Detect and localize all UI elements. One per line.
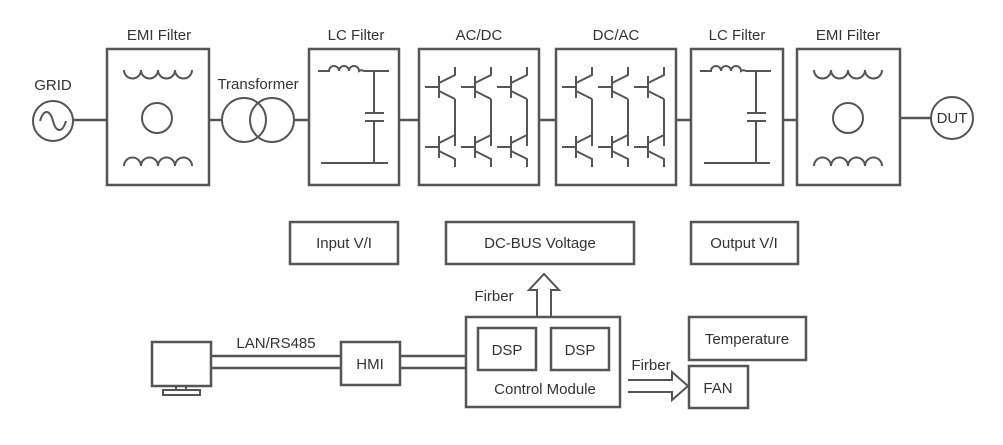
dsp-1-label: DSP (492, 342, 523, 359)
igbt-emitter-icon (647, 90, 665, 100)
lc-filter-out-label: LC Filter (709, 27, 766, 44)
temperature-label: Temperature (705, 331, 789, 348)
output-vi-box: Output V/I (689, 220, 800, 266)
ac-dc-block: AC/DC (417, 27, 541, 187)
lc-filter-input-block: LC Filter (307, 27, 401, 187)
sine-wave-icon (39, 111, 67, 131)
arrow-up-icon (526, 272, 562, 316)
fiber-up-label: Firber (474, 288, 513, 305)
control-module-label: Control Module (494, 381, 596, 398)
fan-box: FAN (687, 364, 750, 410)
control-module: DSP DSP Control Module (464, 315, 622, 409)
lc-filter-output-block: LC Filter (689, 27, 785, 187)
igbt-emitter-icon (438, 150, 456, 167)
lc-filter-out-box (689, 47, 785, 187)
fan-label: FAN (703, 380, 732, 397)
dc-ac-block: DC/AC (554, 27, 678, 187)
igbt-emitter-icon (611, 150, 629, 167)
emi-filter-in-label: EMI Filter (127, 27, 191, 44)
igbt-emitter-icon (474, 90, 492, 100)
control-module-frame (464, 315, 622, 409)
transformer-winding-1-icon (221, 97, 267, 143)
fan-frame (687, 364, 750, 410)
dc-ac-box (554, 47, 678, 187)
coil-bottom-icon (123, 156, 193, 167)
dsp-2-label: DSP (565, 342, 596, 359)
igbt-emitter-icon (510, 90, 528, 100)
igbt-emitter-icon (575, 90, 593, 100)
dsp-2-box (549, 326, 611, 372)
input-vi-label: Input V/I (316, 235, 372, 252)
dut-label: DUT (937, 110, 968, 127)
igbt-collector-icon (611, 134, 629, 144)
output-vi-frame (689, 220, 800, 266)
core-icon (832, 102, 864, 134)
dut-node: DUT (930, 96, 974, 140)
hmi-frame (339, 340, 402, 387)
dc-bus-voltage-box: DC-BUS Voltage (444, 220, 636, 266)
coil-bottom-icon (813, 156, 883, 167)
emi-filter-in-box (105, 47, 211, 187)
igbt-collector-icon (575, 134, 593, 144)
igbt-collector-icon (510, 134, 528, 144)
igbt-collector-icon (611, 67, 629, 84)
lc-filter-in-label: LC Filter (328, 27, 385, 44)
ac-dc-box (417, 47, 541, 187)
temperature-frame (687, 315, 808, 362)
igbt-collector-icon (438, 134, 456, 144)
hmi-label: HMI (356, 356, 384, 373)
igbt-emitter-icon (510, 150, 528, 167)
emi-filter-out-label: EMI Filter (816, 27, 880, 44)
input-vi-frame (288, 220, 400, 266)
igbt-collector-icon (575, 67, 593, 84)
lan-rs485-label: LAN/RS485 (236, 335, 315, 352)
coil-top-icon (813, 69, 883, 80)
igbt-collector-icon (474, 134, 492, 144)
output-vi-label: Output V/I (710, 235, 778, 252)
igbt-emitter-icon (611, 90, 629, 100)
igbt-collector-icon (510, 67, 528, 84)
dc-bus-voltage-label: DC-BUS Voltage (484, 235, 596, 252)
transformer-winding-2-icon (249, 97, 295, 143)
igbt-collector-icon (474, 67, 492, 84)
dc-bus-voltage-frame (444, 220, 636, 266)
inductor-icon (700, 65, 771, 73)
pc-monitor-icon (150, 340, 213, 396)
igbt-collector-icon (647, 67, 665, 84)
transformer-label: Transformer (217, 76, 298, 93)
igbt-collector-icon (438, 67, 456, 84)
igbt-emitter-icon (647, 150, 665, 167)
input-vi-box: Input V/I (288, 220, 400, 266)
transformer-block: Transformer (217, 76, 299, 143)
inductor-icon (318, 65, 389, 73)
lc-filter-in-box (307, 47, 401, 187)
monitor-base (162, 389, 201, 396)
ac-dc-label: AC/DC (456, 27, 503, 44)
dc-ac-label: DC/AC (593, 27, 640, 44)
igbt-collector-icon (647, 134, 665, 144)
igbt-emitter-icon (575, 150, 593, 167)
coil-top-icon (123, 69, 193, 80)
dsp-1-box (476, 326, 538, 372)
core-icon (141, 102, 173, 134)
grid-label: GRID (34, 77, 72, 94)
temperature-box: Temperature (687, 315, 808, 362)
igbt-emitter-icon (474, 150, 492, 167)
fiber-right-label: Firber (631, 357, 670, 374)
grid-source: GRID (32, 77, 74, 142)
monitor-screen (150, 340, 213, 388)
arrow-right-icon (628, 369, 690, 403)
dut-circle (930, 96, 974, 140)
emi-filter-output-block: EMI Filter (795, 27, 902, 187)
emi-filter-input-block: EMI Filter (105, 27, 211, 187)
igbt-emitter-icon (438, 90, 456, 100)
hmi-box: HMI (339, 340, 402, 387)
